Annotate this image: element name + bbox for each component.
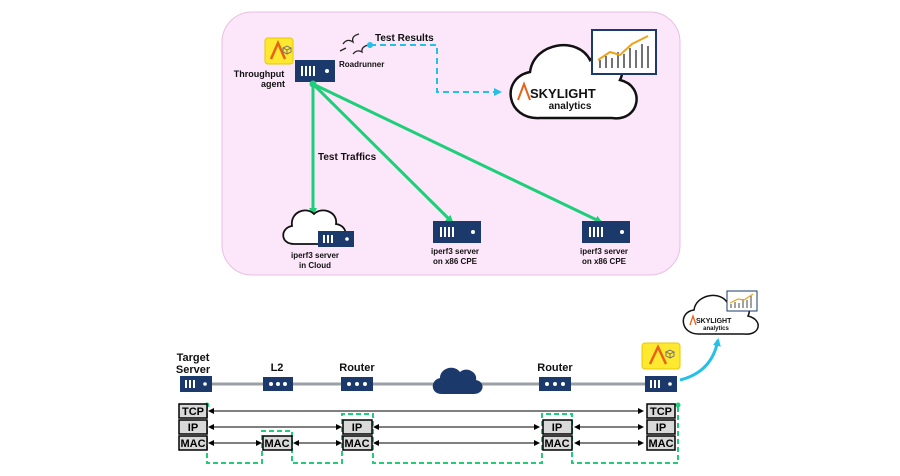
cloud-server-icon <box>318 231 354 247</box>
server-cpe2-line1: iperf3 server <box>580 247 628 256</box>
server-cpe1-line1: iperf3 server <box>431 247 479 256</box>
packet-path-dashed <box>206 405 679 464</box>
l2-switch-icon <box>263 377 293 391</box>
agent-device-icon <box>295 60 335 82</box>
test-traffics-label: Test Traffics <box>318 152 377 163</box>
cpe-server-icon-2 <box>582 221 630 243</box>
throughput-agent-icon-bottom <box>641 342 681 370</box>
server-cpe2-line2: on x86 CPE <box>582 257 627 266</box>
internet-cloud-icon <box>432 367 483 394</box>
results-arrow-bottom <box>679 338 721 382</box>
stack-left: TCP IP MAC <box>178 403 208 451</box>
target-server-icon <box>180 376 212 392</box>
skylight-brand-top: SKYLIGHT <box>530 86 596 101</box>
stack-right-mac: MAC <box>648 438 673 450</box>
cpe-server-icon-1 <box>433 221 481 243</box>
stack-left-ip: IP <box>188 422 198 434</box>
analytics-chart-icon-top <box>591 29 657 75</box>
traffic-arrow-cpe-2 <box>312 82 603 224</box>
throughput-agent-icon <box>264 37 294 65</box>
path-end-dot <box>675 402 681 408</box>
test-results-label: Test Results <box>375 33 434 44</box>
target-server-label-1: Target <box>177 352 210 364</box>
l2-label: L2 <box>271 362 284 374</box>
agent-label-line1: Throughput <box>234 69 284 79</box>
traffic-arrow-cpe-1 <box>311 82 454 224</box>
stack-router-left: IP MAC <box>342 419 373 451</box>
stack-left-mac: MAC <box>180 438 205 450</box>
stack-right-tcp: TCP <box>650 406 672 418</box>
stack-router-right-mac: MAC <box>544 438 569 450</box>
agent-device-icon-bottom <box>645 376 677 392</box>
roadrunner-icon <box>339 33 369 55</box>
agent-label-line2: agent <box>261 79 285 89</box>
router-right-label: Router <box>537 362 573 374</box>
server-cloud-line1: iperf3 server <box>291 251 339 260</box>
router-left-icon <box>341 377 373 391</box>
stack-router-left-mac: MAC <box>344 438 369 450</box>
stack-left-tcp: TCP <box>182 406 204 418</box>
stack-l2-mac: MAC <box>264 438 289 450</box>
router-right-icon <box>539 377 571 391</box>
server-cloud-line2: in Cloud <box>299 261 331 270</box>
stack-router-left-ip: IP <box>352 422 362 434</box>
test-results-arrow <box>370 44 502 96</box>
skylight-sub-top: analytics <box>549 101 592 112</box>
skylight-logo-top <box>517 81 531 101</box>
skylight-brand-bottom: SKYLIGHT <box>696 318 732 325</box>
stack-right: TCP IP MAC <box>646 403 676 451</box>
stack-right-ip: IP <box>656 422 666 434</box>
stack-router-right-ip: IP <box>552 422 562 434</box>
target-server-label-2: Server <box>176 364 211 376</box>
stack-router-right: IP MAC <box>542 419 573 451</box>
skylight-sub-bottom: analytics <box>703 326 729 332</box>
roadrunner-label: Roadrunner <box>339 60 384 69</box>
server-cpe1-line2: on x86 CPE <box>433 257 478 266</box>
router-left-label: Router <box>339 362 375 374</box>
stack-l2: MAC <box>262 435 293 451</box>
analytics-chart-icon-bottom <box>726 290 758 312</box>
